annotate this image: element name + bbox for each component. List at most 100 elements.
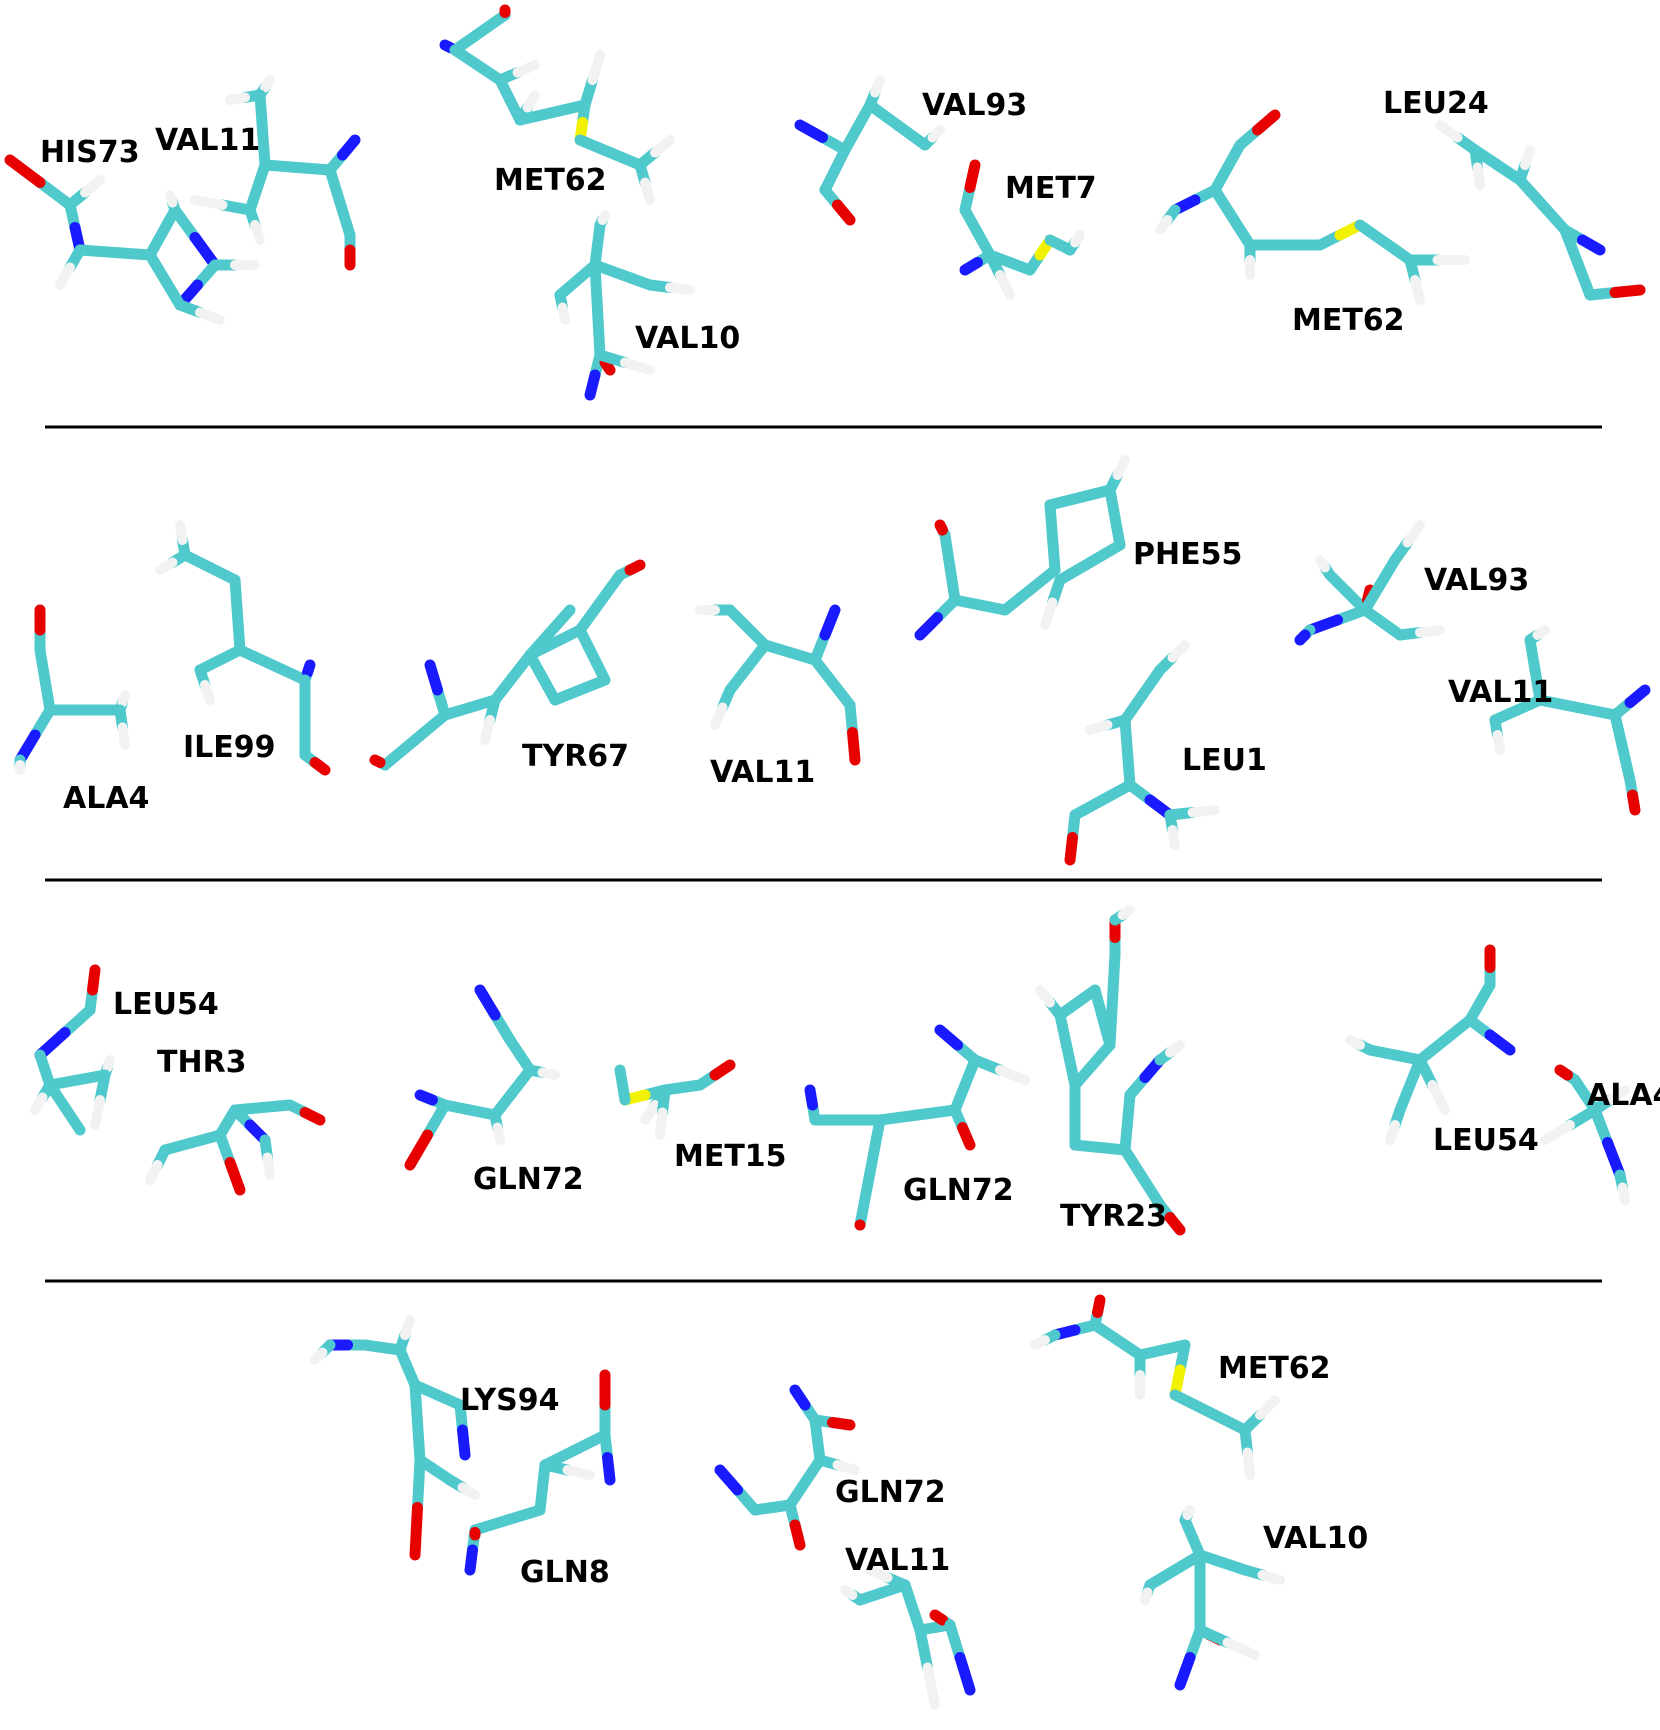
bond-stick xyxy=(1030,1335,1050,1350)
bond-stick xyxy=(1164,1212,1186,1236)
bond-stick xyxy=(1085,720,1113,735)
bond-stick xyxy=(864,1114,886,1178)
bond-stick xyxy=(224,1157,246,1196)
bond-stick xyxy=(195,307,225,325)
bond-stick xyxy=(1174,1652,1196,1691)
bond-stick xyxy=(229,574,243,621)
bond-stick xyxy=(409,1379,423,1428)
bond-stick xyxy=(469,1514,513,1536)
bond-stick xyxy=(1257,1570,1285,1585)
bond-stick xyxy=(710,702,728,730)
bond-stick xyxy=(412,1454,426,1513)
bond-stick xyxy=(1112,455,1130,480)
bond-stick xyxy=(439,39,456,53)
bond-stick xyxy=(957,1122,976,1151)
bond-stick xyxy=(922,1662,940,1710)
bond-stick xyxy=(934,1024,963,1051)
bond-stick xyxy=(995,1065,1030,1085)
bond-stick xyxy=(117,690,130,708)
bond-stick xyxy=(424,659,443,696)
bond-stick xyxy=(840,1585,858,1600)
bond-stick xyxy=(267,659,311,686)
bond-stick xyxy=(1472,162,1485,190)
bond-stick xyxy=(1559,224,1583,268)
residue-label: LEU54 xyxy=(113,987,219,1022)
bond-stick xyxy=(599,357,616,376)
residue-label: VAL11 xyxy=(1448,675,1553,710)
residue-label: GLN72 xyxy=(473,1162,584,1197)
bond-stick xyxy=(584,369,601,401)
bond-stick xyxy=(1605,1085,1630,1105)
bond-stick xyxy=(827,1417,856,1431)
bond-stick xyxy=(1577,234,1606,256)
residue-label: MET62 xyxy=(494,163,607,198)
bond-stick xyxy=(59,1004,96,1038)
bond-stick xyxy=(87,964,101,996)
bond-stick xyxy=(522,90,540,113)
bond-stick xyxy=(995,270,1015,300)
bond-stick xyxy=(1427,1080,1450,1115)
bond-stick xyxy=(614,1064,628,1091)
residue-label: VAL10 xyxy=(635,321,740,356)
bond-stick xyxy=(165,190,178,208)
bond-stick xyxy=(30,1092,48,1115)
bond-stick xyxy=(1165,1040,1185,1058)
bond-stick xyxy=(1054,557,1096,586)
residue-label: LEU1 xyxy=(1182,743,1267,778)
residue-label: VAL11 xyxy=(710,755,815,790)
bond-stick xyxy=(624,559,646,576)
bond-stick xyxy=(537,1067,560,1080)
molecule-layer xyxy=(4,4,1651,1710)
bond-stick xyxy=(1589,1104,1613,1148)
bond-stick xyxy=(847,727,861,766)
bond-stick xyxy=(145,1160,163,1185)
bond-stick xyxy=(929,1609,948,1626)
bond-stick xyxy=(512,60,540,78)
residue-label: MET15 xyxy=(674,1139,787,1174)
bond-stick xyxy=(964,159,981,193)
bond-stick xyxy=(864,99,903,131)
bond-stick xyxy=(1040,597,1058,630)
bond-stick xyxy=(200,680,215,705)
residue-label: ALA4 xyxy=(63,781,149,816)
bond-stick xyxy=(1255,1395,1280,1420)
bond-stick xyxy=(117,722,130,750)
bond-stick xyxy=(189,232,221,271)
bond-stick xyxy=(602,1452,616,1486)
bond-stick xyxy=(655,1107,668,1140)
bond-stick xyxy=(309,757,331,776)
bond-stick xyxy=(1385,1120,1400,1145)
bond-stick xyxy=(1602,1137,1626,1181)
bond-stick xyxy=(597,210,610,225)
bond-stick xyxy=(492,1122,505,1145)
bond-stick xyxy=(1617,742,1636,786)
residue-label: GLN8 xyxy=(520,1555,610,1590)
bond-stick xyxy=(934,519,948,536)
bond-stick xyxy=(422,1099,451,1141)
bond-stick xyxy=(234,644,278,671)
bond-stick xyxy=(59,1102,86,1136)
bond-stick xyxy=(1572,257,1596,301)
bond-stick xyxy=(1617,1182,1630,1205)
bond-stick xyxy=(1222,1637,1260,1660)
bond-stick xyxy=(562,1465,595,1480)
bond-stick xyxy=(1627,789,1641,816)
bond-stick xyxy=(409,709,451,746)
bond-stick xyxy=(1345,1035,1365,1050)
residue-label: ALA4 xyxy=(1587,1078,1660,1113)
bond-stick xyxy=(1532,625,1550,640)
residue-label: GLN72 xyxy=(903,1173,1014,1208)
bond-stick xyxy=(892,119,931,151)
bond-stick xyxy=(620,357,655,375)
bond-stick xyxy=(874,1109,923,1126)
bond-stick xyxy=(464,1544,478,1576)
bond-stick xyxy=(109,247,156,261)
residue-label: VAL11 xyxy=(845,1543,950,1578)
bond-stick xyxy=(912,1104,961,1121)
bond-stick xyxy=(260,75,275,93)
bond-stick xyxy=(1187,805,1220,818)
bond-stick xyxy=(592,304,606,361)
bond-stick xyxy=(169,204,201,243)
bond-stick xyxy=(1064,832,1078,866)
residue-label: TYR23 xyxy=(1060,1199,1167,1234)
